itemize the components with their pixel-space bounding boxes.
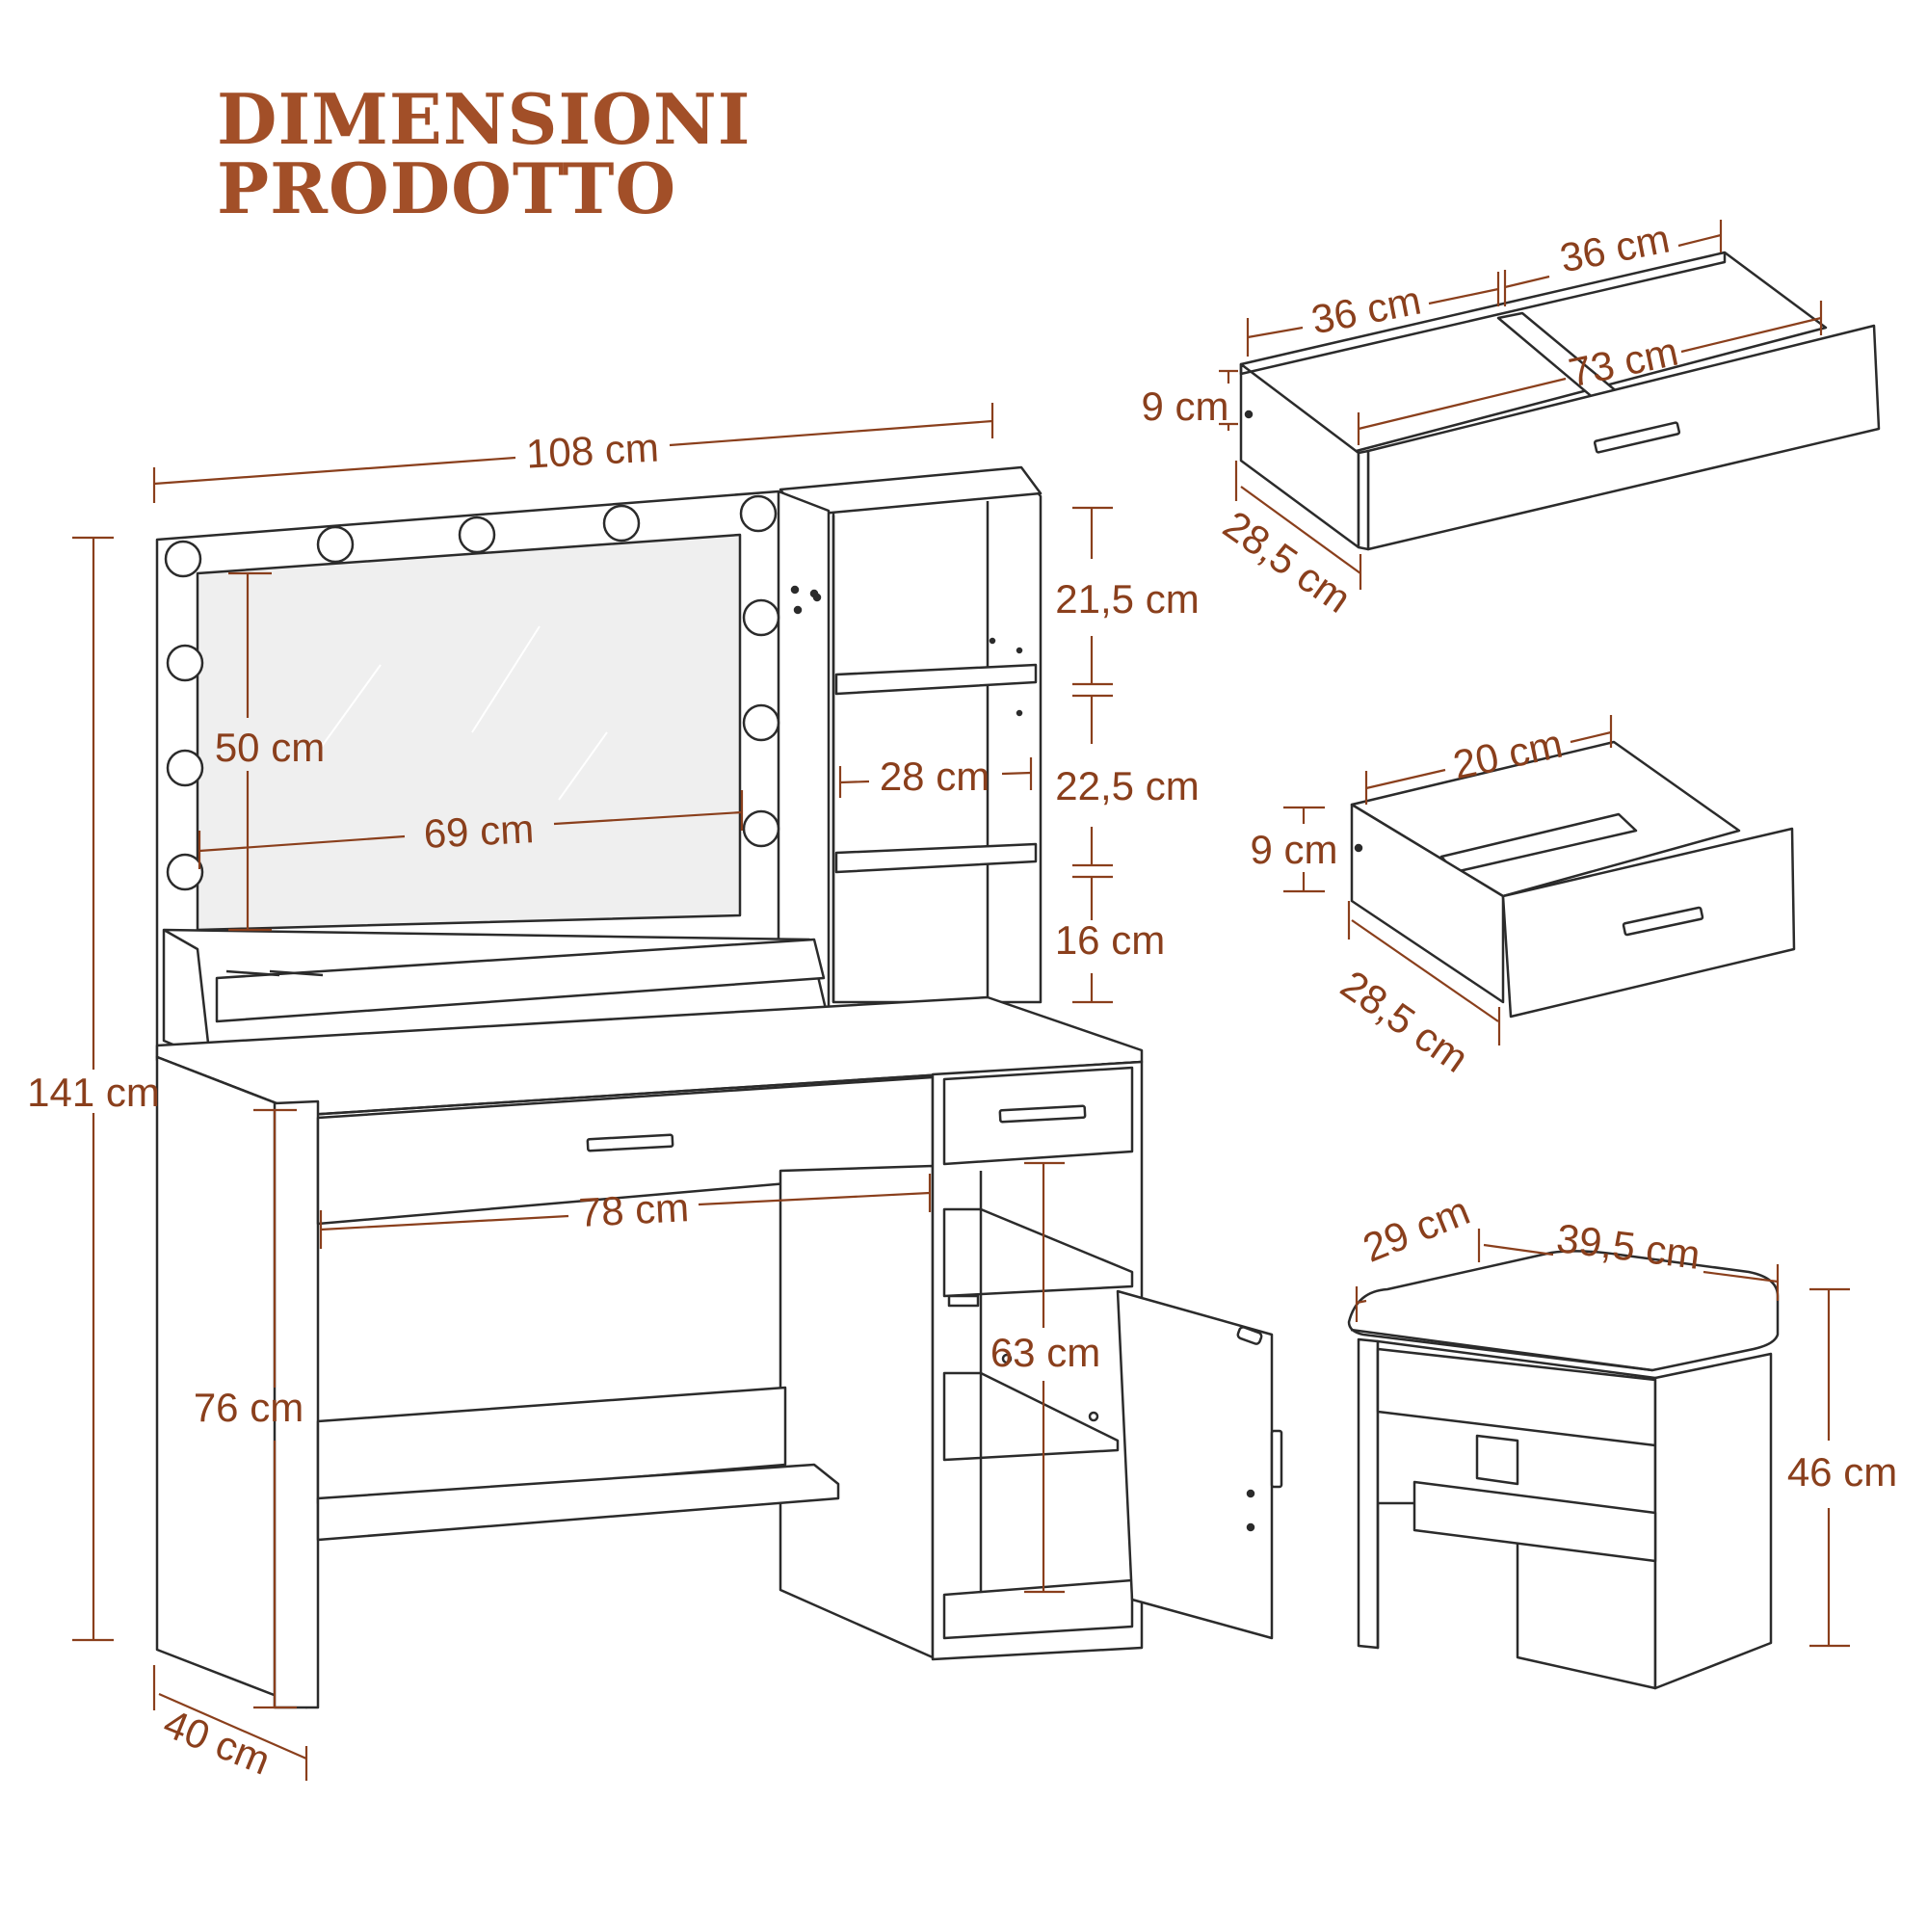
bulb-icon — [458, 516, 496, 554]
bulb-icon — [164, 540, 202, 578]
mirror-glass — [196, 533, 742, 932]
desk-lower-board — [316, 1463, 840, 1542]
bulb-icon — [602, 504, 641, 543]
shelf-bottom-height-label: 16 cm — [1055, 917, 1165, 963]
shelf-board-2 — [834, 842, 1038, 874]
vanity-table-illustration — [155, 465, 1283, 1709]
title-line-2: PRODOTTO — [217, 147, 677, 229]
stool-dimension-lines — [1355, 1229, 1850, 1648]
stool-crossbar — [1412, 1480, 1657, 1563]
door-hinge — [1236, 1326, 1263, 1345]
door-handle — [1270, 1429, 1283, 1489]
bulb-icon — [742, 703, 780, 742]
vanity-dimension-lines — [72, 403, 1113, 1781]
small-drawer-handle — [1622, 906, 1704, 937]
title-line-1: DIMENSIONI — [217, 78, 752, 160]
small-top-drawer-handle — [998, 1104, 1087, 1124]
bulb-icon — [316, 525, 355, 564]
page-title: DIMENSIONI PRODOTTO — [217, 78, 752, 229]
large-drawer-illustration — [1239, 251, 1881, 551]
bulb-icon — [166, 644, 204, 682]
stool-depth-label: 29 cm — [1357, 1187, 1476, 1270]
cabinet-shelf-1 — [942, 1207, 1134, 1298]
mirror-width-label: 69 cm — [423, 806, 536, 857]
cabinet-shelf-2 — [942, 1371, 1120, 1462]
cabinet-door — [1116, 1289, 1274, 1640]
small-drawer-depth-label: 28,5 cm — [1333, 962, 1476, 1081]
desk-height-label: 76 cm — [194, 1385, 304, 1430]
vanity-dimension-labels: 108 cm 141 cm 40 cm 50 cm 69 cm 21,5 cm … — [27, 424, 1200, 1783]
desk-back-panel — [779, 1164, 935, 1659]
small-drawer-dimension-lines — [1283, 715, 1613, 1045]
bulb-icon — [166, 853, 204, 891]
mirror-tray-rail — [215, 938, 826, 1023]
stool-illustration — [1347, 1250, 1780, 1690]
shelf-top-height-label: 21,5 cm — [1055, 576, 1199, 622]
shelf-board-1 — [834, 663, 1038, 696]
large-drawer-dimension-lines — [1219, 220, 1823, 590]
bulb-icon — [742, 598, 780, 637]
bulb-icon — [739, 494, 778, 533]
small-drawer-height-label: 9 cm — [1250, 827, 1337, 872]
main-drawer-handle — [586, 1133, 674, 1152]
mirror-light-bulbs — [164, 494, 780, 891]
large-drawer-handle — [1593, 421, 1681, 454]
small-drawer-left-side — [1350, 803, 1505, 1004]
shelf-width-label: 28 cm — [880, 754, 990, 799]
cabinet-height-label: 63 cm — [990, 1330, 1100, 1375]
cabinet-bottom — [942, 1578, 1134, 1640]
mirror-height-label: 50 cm — [215, 725, 325, 770]
desk-width-label: 78 cm — [578, 1184, 691, 1235]
vanity-width-label: 108 cm — [525, 424, 660, 476]
shelf-middle-height-label: 22,5 cm — [1055, 763, 1199, 808]
bulb-icon — [166, 749, 204, 787]
vanity-height-label: 141 cm — [27, 1070, 160, 1115]
small-drawer-illustration — [1350, 740, 1796, 1019]
stool-left-panel — [1357, 1337, 1380, 1650]
large-drawer-height-label: 9 cm — [1141, 384, 1228, 429]
bulb-icon — [742, 809, 780, 848]
stool-back-panel — [1653, 1352, 1773, 1690]
vanity-depth-label: 40 cm — [157, 1700, 277, 1783]
stool-height-label: 46 cm — [1787, 1449, 1897, 1495]
